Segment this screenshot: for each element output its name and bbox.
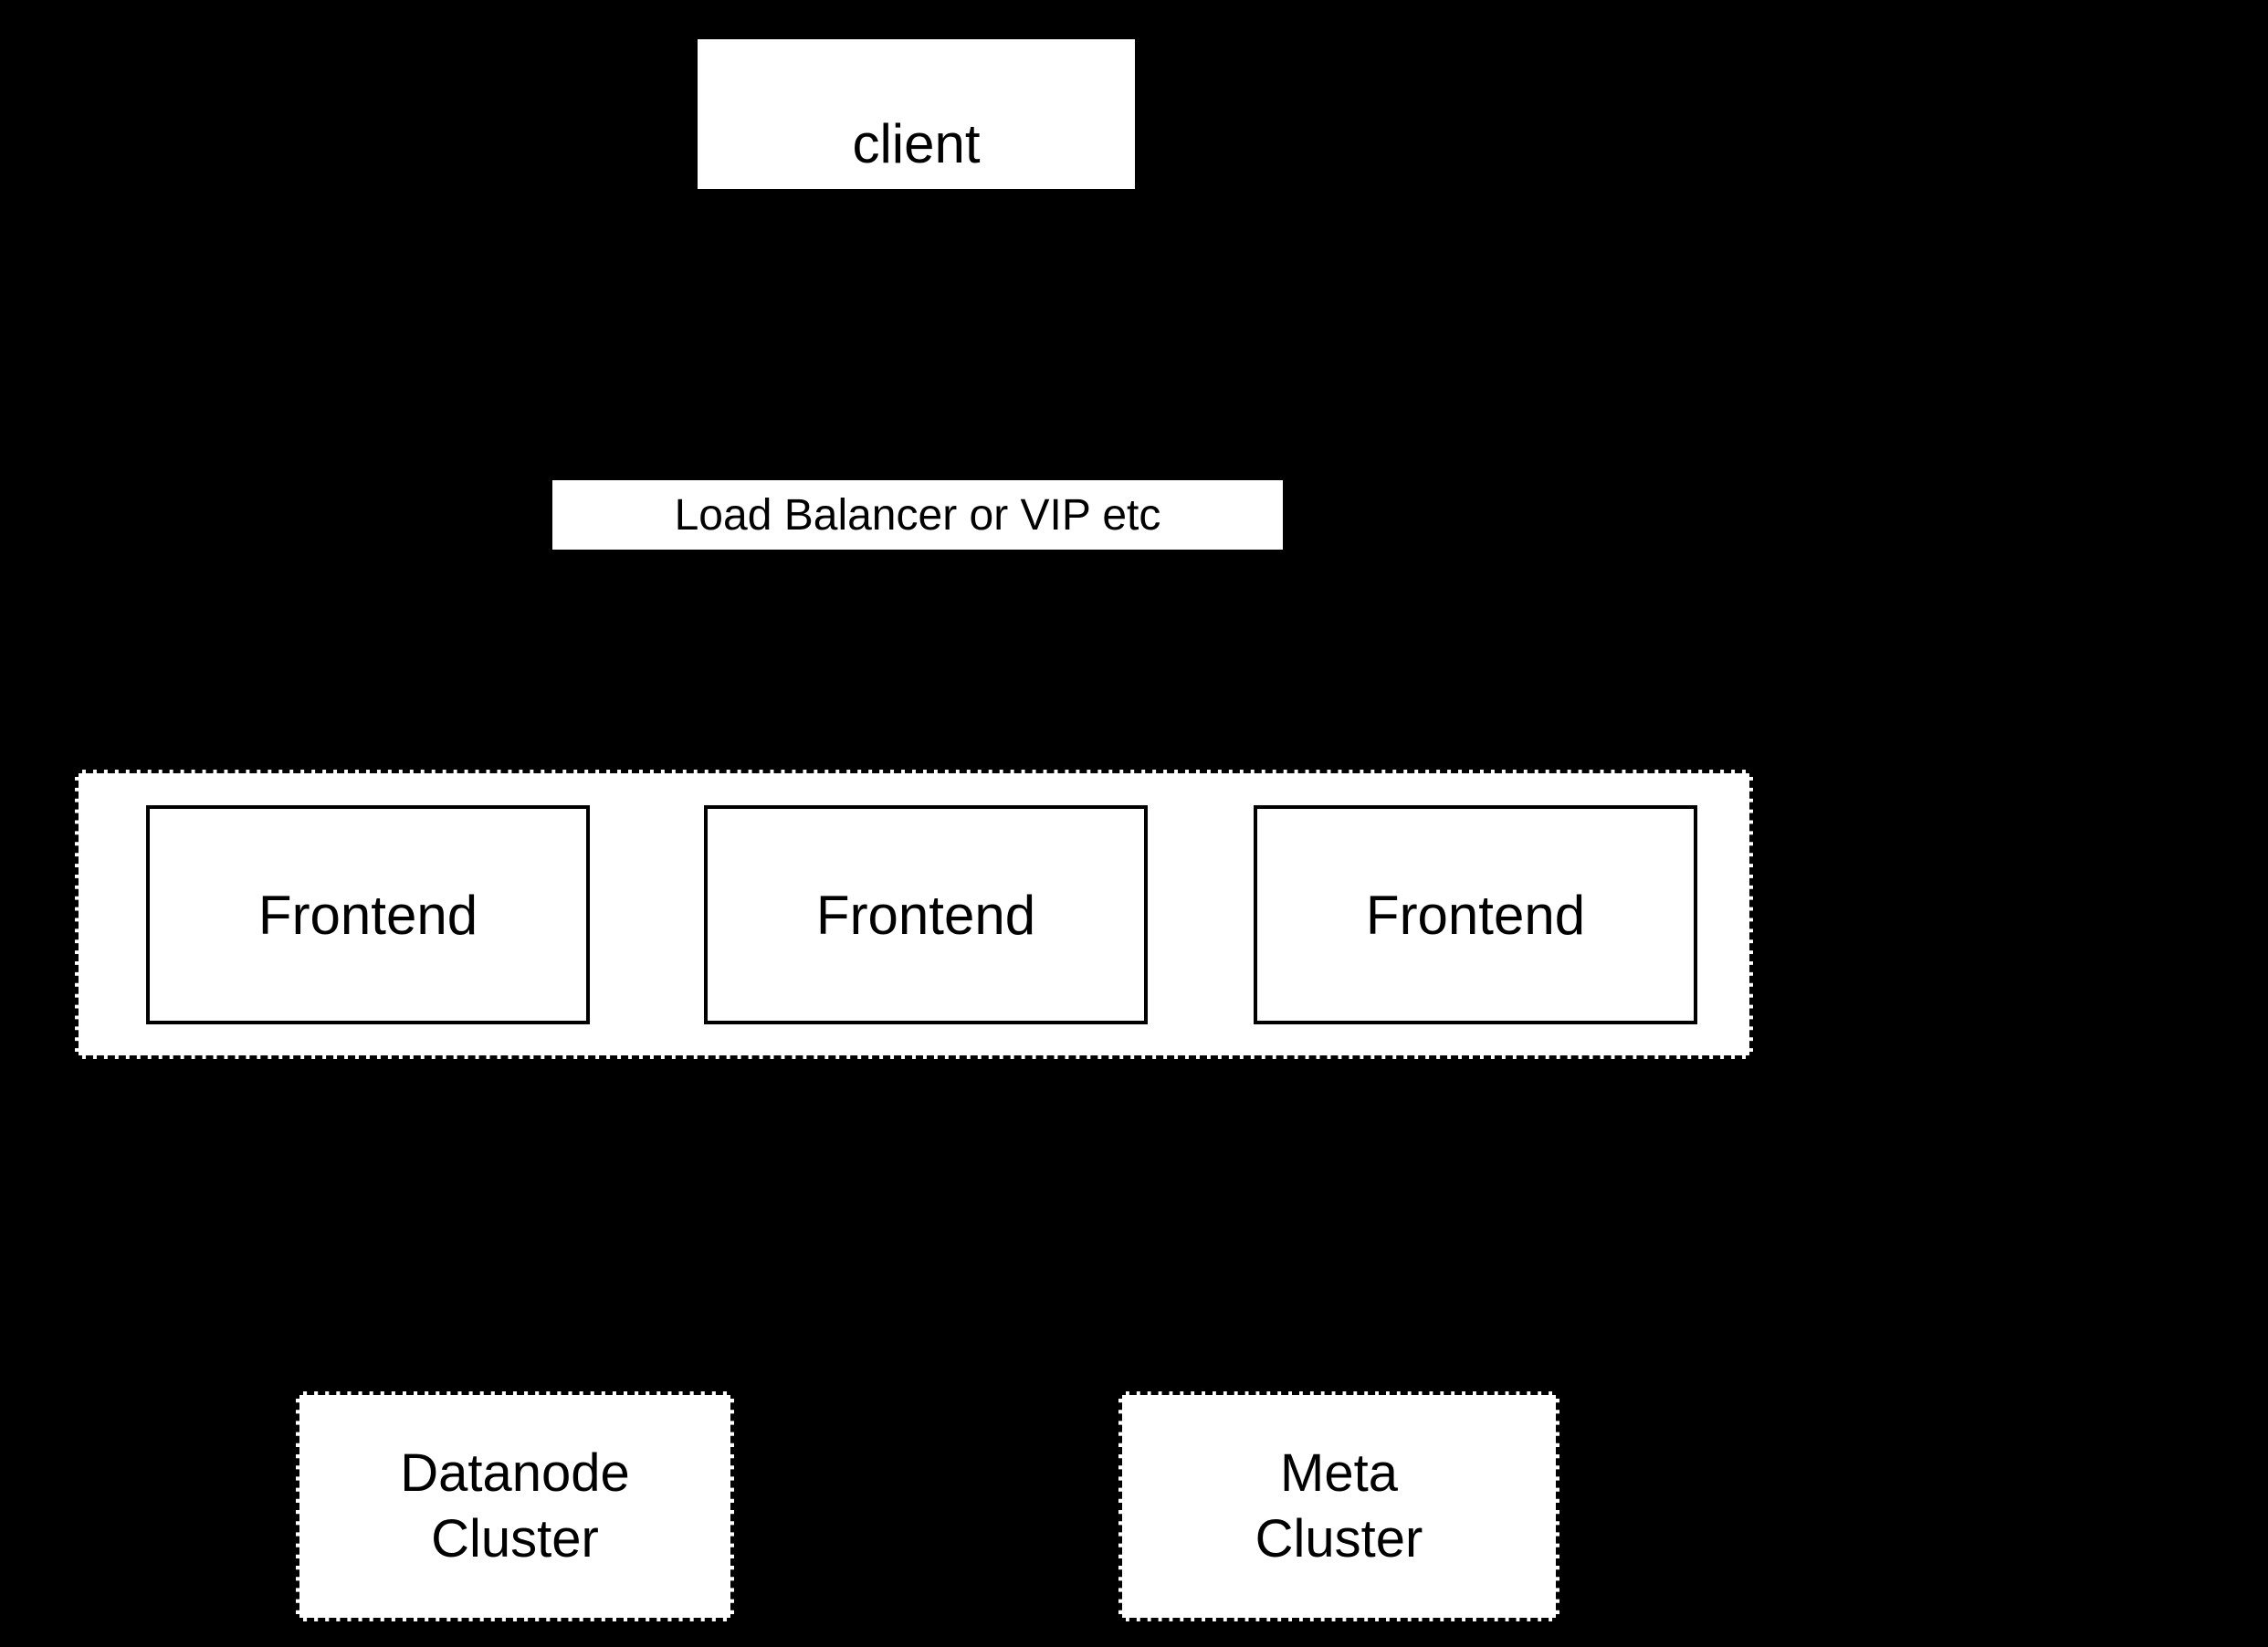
client-node-label: client (852, 112, 981, 174)
frontend-node-3: Frontend (1254, 805, 1697, 1024)
load-balancer-node-label: Load Balancer or VIP etc (674, 490, 1161, 540)
frontend-node-2: Frontend (704, 805, 1148, 1024)
meta-cluster-label-line1: Meta (1280, 1443, 1398, 1503)
frontend-group-container: Frontend Frontend Frontend (75, 770, 1753, 1059)
meta-cluster-node: Meta Cluster (1118, 1391, 1559, 1621)
client-node: client (698, 39, 1135, 189)
frontend-node-1-label: Frontend (257, 884, 478, 946)
datanode-cluster-node: Datanode Cluster (296, 1391, 734, 1621)
datanode-cluster-label-line2: Cluster (431, 1509, 599, 1568)
meta-cluster-label-line2: Cluster (1255, 1509, 1423, 1568)
frontend-node-1: Frontend (146, 805, 590, 1024)
frontend-node-2-label: Frontend (815, 884, 1036, 946)
load-balancer-node: Load Balancer or VIP etc (552, 480, 1283, 550)
frontend-node-3-label: Frontend (1365, 884, 1586, 946)
datanode-cluster-label-line1: Datanode (400, 1443, 630, 1503)
